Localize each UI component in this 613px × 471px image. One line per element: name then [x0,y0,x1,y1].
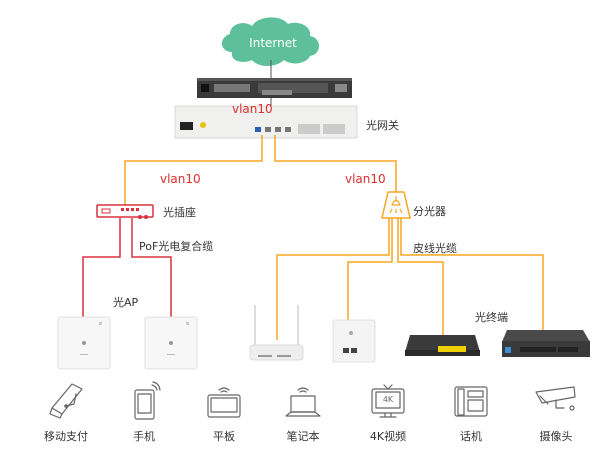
endpoint-label-4k-video: 4K视频 [369,430,407,443]
optical-ap-2 [144,316,198,370]
vlan-label-gateway: vlan10 [232,102,273,116]
pof-cable-label: PoF光电复合缆 [139,240,214,253]
endpoint-label-desk-phone: 话机 [460,430,482,443]
drop-cable-label: 皮线光缆 [413,242,457,255]
optical-socket [96,204,154,219]
ont-large [502,330,590,357]
optical-splitter [381,191,411,219]
desk-phone-icon [454,386,488,417]
core-router [197,78,352,98]
pos-terminal-icon [49,383,83,419]
tablet-icon [207,387,241,418]
ont-small [405,335,480,356]
panel-terminal [332,319,376,363]
wifi-router [249,305,304,361]
tv-4k-badge: 4K [382,395,394,404]
internet-cloud [221,17,319,66]
optical-socket-label: 光插座 [163,206,196,219]
laptop-icon [285,387,321,417]
endpoint-label-camera: 摄像头 [539,430,573,443]
optical-ap-1 [57,316,111,370]
splitter-label: 分光器 [413,205,446,218]
camera-icon [535,386,576,411]
optical-terminal-label: 光终端 [475,311,508,324]
internet-label: Internet [249,36,297,50]
endpoint-label-laptop: 笔记本 [286,430,320,443]
gateway-label: 光网关 [366,119,399,132]
endpoint-label-phone: 手机 [133,430,155,443]
endpoint-label-tablet: 平板 [213,430,235,443]
optical-gateway [174,105,358,139]
phone-icon [134,381,161,420]
optical-ap-label: 光AP [113,296,139,309]
vlan-label-right: vlan10 [345,172,386,186]
vlan-label-left: vlan10 [160,172,201,186]
endpoint-label-mobile-pay: 移动支付 [44,430,88,443]
pof-cables [82,218,172,318]
tv-4k-icon [371,384,405,418]
fiber-lines [124,135,544,340]
